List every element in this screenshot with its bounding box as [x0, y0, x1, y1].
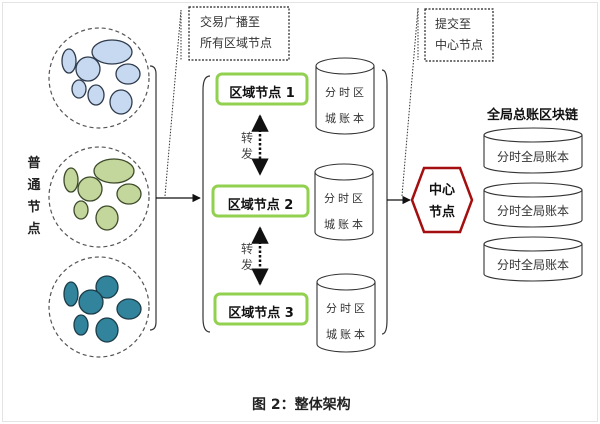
forward-char: 转 — [240, 131, 253, 145]
ordinary-node-icon — [91, 39, 133, 65]
regional-ledger-3-label: 分时区 城账本 — [317, 296, 377, 348]
forward-label-2: 转 发 — [240, 241, 254, 273]
regional-node-box-3 — [213, 292, 309, 326]
ordinary-node-icon — [78, 289, 104, 315]
forward-char: 发 — [240, 258, 253, 272]
ordinary-node-icon — [115, 63, 141, 85]
regional-group-left-bracket — [202, 75, 211, 333]
center-node-label: 中心 节点 — [418, 180, 466, 224]
ordinary-node-icon — [93, 158, 135, 184]
ordinary-node-icon — [71, 79, 87, 99]
ordinary-node-icon — [73, 200, 89, 220]
node-cluster-teal — [63, 275, 142, 343]
submit-note-box — [424, 8, 494, 62]
cluster-circle-3 — [48, 256, 150, 358]
submit-note-line: 提交至 — [435, 17, 472, 31]
global-ledger-1-label: 分时全局账本 — [496, 150, 569, 164]
regional-group-right-bracket — [381, 69, 388, 335]
broadcast-callout-line — [164, 9, 182, 197]
center-node-hexagon — [410, 166, 474, 234]
cluster-bracket — [149, 65, 157, 331]
ordinary-nodes-char: 普 — [27, 156, 41, 171]
ordinary-node-icon — [116, 183, 142, 205]
global-ledger-cylinder-2 — [483, 182, 583, 228]
cluster-circle-1 — [48, 27, 150, 129]
broadcast-note-line: 交易广播至 — [200, 15, 261, 29]
regional-ledger-cylinder-2 — [314, 163, 374, 241]
ledger-line: 分时区 — [326, 302, 368, 315]
ordinary-node-icon — [109, 89, 133, 115]
ordinary-node-icon — [73, 314, 89, 336]
ordinary-node-icon — [75, 56, 101, 82]
ordinary-node-icon — [63, 281, 79, 307]
submit-note-line: 中心节点 — [435, 38, 484, 52]
ordinary-nodes-char: 通 — [27, 178, 41, 193]
global-chain-title: 全局总账区块链 — [487, 108, 579, 123]
ledger-line: 城账本 — [324, 218, 366, 231]
ordinary-nodes-char: 节 — [27, 200, 41, 215]
ledger-line: 分时区 — [325, 86, 367, 99]
broadcast-note: 交易广播至 所有区域节点 — [200, 12, 272, 54]
regional-ledger-1-label: 分时区 城账本 — [316, 80, 376, 132]
ordinary-node-icon — [77, 176, 103, 202]
ledger-line: 分时区 — [324, 192, 366, 205]
regional-node-box-1 — [215, 72, 309, 106]
submit-note: 提交至 中心节点 — [435, 14, 483, 56]
center-node-line: 中心 — [428, 183, 455, 198]
figure-caption: 图 2：整体架构 — [252, 397, 351, 413]
ordinary-node-icon — [95, 317, 119, 343]
ordinary-node-icon — [87, 84, 105, 106]
ordinary-node-icon — [63, 167, 79, 193]
node-cluster-blue — [61, 39, 141, 115]
global-ledger-cylinder-3 — [483, 236, 583, 282]
forward-char: 发 — [240, 147, 253, 161]
center-node-line: 节点 — [428, 205, 455, 220]
regional-node-1-label: 区域节点 1 — [229, 86, 295, 101]
global-ledger-2-label: 分时全局账本 — [496, 204, 569, 218]
ordinary-nodes-label: 普 通 节 点 — [27, 153, 41, 241]
ordinary-node-icon — [116, 298, 142, 320]
node-cluster-green — [63, 158, 142, 231]
ordinary-nodes-char: 点 — [27, 222, 41, 237]
regional-ledger-cylinder-3 — [316, 273, 376, 353]
global-ledger-cylinder-1 — [483, 127, 583, 174]
ordinary-node-icon — [95, 205, 119, 231]
regional-node-box-2 — [211, 184, 310, 218]
ordinary-node-icon — [61, 48, 77, 74]
cluster-circle-2 — [48, 146, 150, 248]
global-ledger-3-label: 分时全局账本 — [496, 258, 569, 272]
regional-node-2-label: 区域节点 2 — [227, 198, 294, 213]
submit-callout-line — [401, 7, 419, 197]
ledger-line: 城账本 — [326, 328, 368, 341]
regional-ledger-cylinder-1 — [315, 57, 375, 135]
ledger-line: 城账本 — [325, 112, 367, 125]
broadcast-note-line: 所有区域节点 — [200, 36, 273, 50]
forward-label-1: 转 发 — [240, 130, 254, 162]
forward-char: 转 — [240, 242, 253, 256]
ordinary-node-icon — [95, 275, 119, 299]
regional-node-3-label: 区域节点 3 — [228, 306, 294, 321]
regional-ledger-2-label: 分时区 城账本 — [315, 186, 375, 238]
broadcast-note-box — [188, 6, 290, 61]
